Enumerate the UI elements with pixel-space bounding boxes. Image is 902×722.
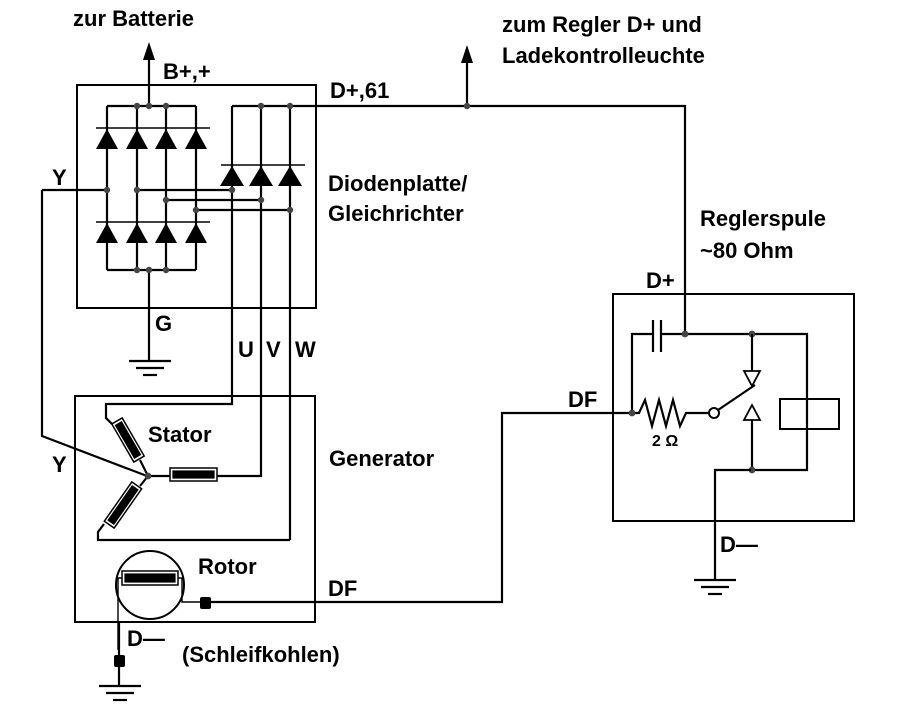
resistor-icon (632, 395, 708, 431)
phase-u-label: U (238, 337, 254, 362)
regulator-coil-icon (779, 398, 840, 430)
stator-winding-icon (103, 480, 143, 530)
regulator-coil-label-line2: ~80 Ohm (700, 238, 794, 263)
star-point-dot (144, 472, 152, 480)
ground-g-label: G (155, 311, 172, 336)
generator-box (74, 395, 316, 623)
stator-winding-icon (169, 467, 218, 482)
y-star-point-wire (40, 190, 148, 478)
y-top-label: Y (52, 165, 67, 190)
rectifier-box (76, 84, 317, 309)
exciter-diodes (220, 104, 316, 540)
switch-pivot (708, 407, 720, 419)
regulator-d-plus-label: D+ (646, 268, 675, 293)
diode-icon (126, 129, 148, 149)
ground-g (129, 270, 171, 377)
regulator-d-minus-label: D— (720, 532, 758, 557)
regulator-df-label: DF (568, 387, 597, 412)
phase-w-label: W (295, 337, 316, 362)
generator-label: Generator (329, 446, 435, 471)
rotor-label: Rotor (198, 554, 257, 579)
diode-icon (155, 223, 177, 243)
brush-icon (200, 597, 211, 609)
resistor-value-label: 2 Ω (652, 433, 678, 450)
stator-winding-icon (110, 416, 146, 464)
stator (96, 400, 290, 542)
junction-dots (103, 102, 471, 274)
phase-cross-connections (42, 188, 290, 212)
rectifier-label-line2: Gleichrichter (328, 201, 464, 226)
switch-arm (717, 384, 756, 411)
regulator-circuit (628, 320, 840, 596)
diode-icon (185, 129, 207, 149)
regulator-output-arrow (461, 45, 473, 106)
diode-icon (96, 223, 118, 243)
regulator-box (612, 293, 855, 522)
d-plus-wire (316, 104, 687, 335)
diode-icon (249, 166, 273, 186)
phase-v-label: V (266, 337, 281, 362)
b-plus-label: B+,+ (163, 59, 211, 84)
rotor-circle (115, 550, 185, 620)
diode-icon (185, 223, 207, 243)
contact-icon (742, 370, 762, 388)
contact-icon (742, 403, 762, 421)
df-generator-label: DF (328, 576, 357, 601)
brushes-label: (Schleifkohlen) (182, 642, 340, 667)
bottom-diodes (96, 223, 207, 243)
stator-label: Stator (148, 422, 212, 447)
rectifier-label-line1: Diodenplatte/ (328, 171, 467, 196)
diode-icon (126, 223, 148, 243)
diode-icon (278, 166, 302, 186)
regulator-dest-line1: zum Regler D+ und (502, 12, 702, 37)
y-bottom-label: Y (52, 452, 67, 477)
main-bridge (96, 104, 210, 272)
df-wire (211, 411, 632, 604)
rotor (99, 550, 211, 702)
diode-icon (220, 166, 244, 186)
d-minus-generator-label: D— (127, 626, 165, 651)
diode-icon (96, 129, 118, 149)
regulator-coil-label-line1: Reglerspule (700, 206, 826, 231)
top-diodes (96, 129, 207, 149)
d-plus-61-label: D+,61 (330, 78, 389, 103)
regulator-dest-line2: Ladekontrolleuchte (502, 43, 705, 68)
diode-icon (155, 129, 177, 149)
battery-label: zur Batterie (73, 6, 194, 31)
battery-output-arrow (143, 42, 155, 106)
